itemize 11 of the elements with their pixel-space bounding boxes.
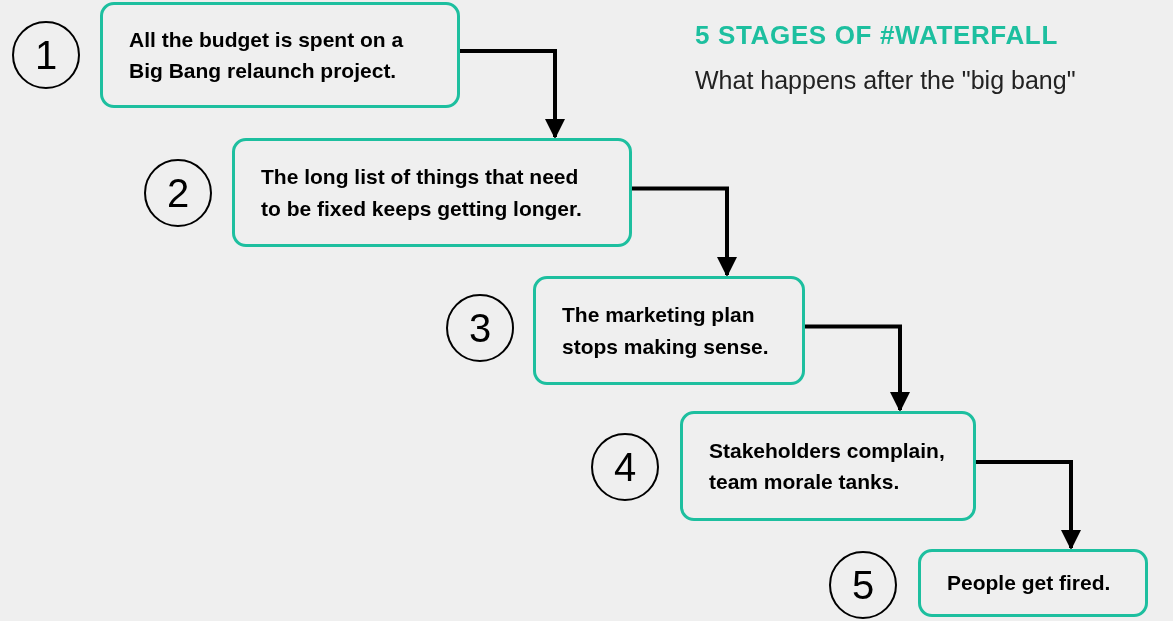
title: 5 STAGES OF #WATERFALL (695, 19, 1058, 52)
step-box: All the budget is spent on a Big Bang relaunch project. (100, 2, 460, 108)
step-box: The long list of things that need to be fixed keeps getting longer. (232, 138, 632, 247)
step-box: People get fired. (918, 549, 1148, 617)
elbow-arrow (805, 324, 910, 412)
step-box: The marketing plan stops making sense. (533, 276, 805, 385)
subtitle: What happens after the "big bang" (695, 65, 1076, 96)
elbow-arrow (460, 49, 565, 139)
elbow-arrow (976, 460, 1081, 550)
elbow-arrow (632, 186, 737, 277)
step-box: Stakeholders complain, team morale tanks. (680, 411, 976, 521)
